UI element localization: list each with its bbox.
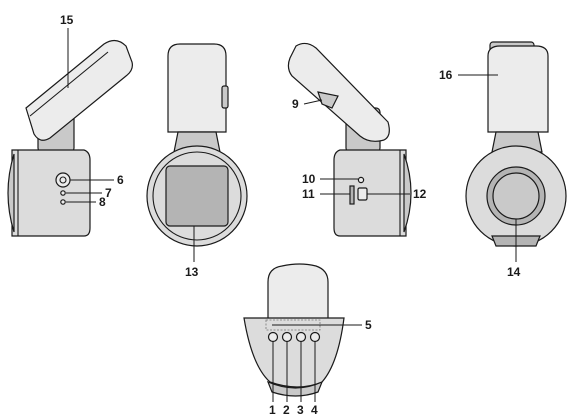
- callout-13: 13: [185, 265, 199, 279]
- callout-2: 2: [283, 403, 290, 417]
- callout-11: 11: [302, 187, 315, 201]
- lens-dome-side: [7, 153, 15, 233]
- callout-labels: 15 6 7 8 13 9 10 11 12 16 14 5 1 2 3 4: [60, 13, 521, 417]
- speaker-grille-5: [265, 319, 321, 331]
- indicator-7: [60, 190, 66, 196]
- mount-bottom: [267, 263, 329, 323]
- lens-14: [492, 172, 540, 220]
- callout-6: 6: [117, 173, 124, 187]
- callout-1: 1: [269, 403, 276, 417]
- callout-12: 12: [413, 187, 427, 201]
- mount-back: [487, 45, 549, 133]
- button-4: [309, 331, 321, 343]
- button-2: [281, 331, 293, 343]
- callout-7: 7: [105, 186, 112, 200]
- side-view-right: [287, 42, 412, 237]
- camera-bottom-body: [243, 317, 345, 388]
- suction-mount-right: [287, 42, 390, 142]
- button-1: [267, 331, 279, 343]
- display-screen: [165, 165, 229, 227]
- indicator-8: [60, 199, 66, 205]
- rear-view-lens: [465, 41, 567, 247]
- microsd-slot-11: [349, 185, 355, 205]
- callout-4: 4: [311, 403, 318, 417]
- callout-14: 14: [507, 265, 521, 279]
- leader-lines: [66, 28, 517, 402]
- front-view-screen: [146, 43, 248, 247]
- usb-port-12: [357, 187, 368, 201]
- callout-5: 5: [365, 318, 372, 332]
- callout-3: 3: [297, 403, 304, 417]
- callout-16: 16: [439, 68, 453, 82]
- bottom-view-buttons: [243, 263, 345, 397]
- callout-9: 9: [292, 97, 299, 111]
- callout-8: 8: [99, 195, 106, 209]
- callout-10: 10: [302, 172, 316, 186]
- mount-top: [167, 43, 227, 133]
- button-3: [295, 331, 307, 343]
- callout-15: 15: [60, 13, 74, 27]
- suction-mount: [25, 39, 133, 141]
- camera-body-side: [11, 149, 91, 237]
- button-6: [55, 172, 71, 188]
- reset-hole-10: [357, 176, 365, 184]
- side-view-left: [7, 39, 133, 237]
- camera-body-side-right: [333, 149, 407, 237]
